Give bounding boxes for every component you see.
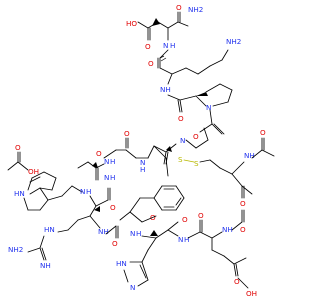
- o-6-label: O: [124, 129, 130, 138]
- nh-11-label: NH: [244, 151, 255, 160]
- trp-indole: HN: [14, 171, 83, 211]
- molecule-structure: O OH HO O O NH2 N H O NH2 NH: [7, 3, 275, 298]
- glu-o-label: O: [234, 277, 240, 286]
- imid-hn-label: HN: [116, 259, 127, 268]
- nh-7-label: NH: [98, 227, 109, 236]
- acetic-acid: O OH: [7, 143, 39, 176]
- o-3-label: O: [148, 59, 154, 68]
- guan-hn-label: HN: [44, 225, 55, 234]
- h-4-label: H: [110, 157, 115, 166]
- nh-8-label: N: [130, 229, 135, 238]
- glu-residue: O O OH NH O: [187, 209, 257, 298]
- nh-10-label: NH: [222, 225, 233, 234]
- phe-ring: O O: [119, 185, 188, 224]
- s-1-label: S: [178, 155, 183, 164]
- nh-9-label: N: [178, 235, 183, 244]
- h-6-label: H: [86, 187, 91, 196]
- cys-gly-backbone: N H S S O N H O N H: [77, 129, 221, 182]
- asp-terminus: HO O O NH2 N H: [126, 3, 203, 51]
- o-7-label: O: [96, 149, 102, 158]
- o-15-label: O: [260, 128, 266, 137]
- top-o2-label: O: [176, 3, 182, 12]
- acetic-oh-label: OH: [28, 167, 39, 176]
- o-4-label: O: [178, 114, 184, 123]
- o-14-label: O: [240, 199, 246, 208]
- glu-oh-label: OH: [246, 289, 257, 298]
- nh-5-label: N: [140, 158, 145, 167]
- amide-nh2-label: NH2: [188, 5, 203, 14]
- h-3-label: H: [110, 173, 115, 182]
- o-5-label: O: [193, 132, 199, 141]
- acetyl-cys: O NH O: [219, 128, 275, 208]
- pro-2-ring: N: [153, 127, 209, 165]
- o-11-label: O: [182, 215, 188, 224]
- lys-residue: O NH2 NH: [148, 37, 241, 94]
- nh-6-label: N: [80, 187, 85, 196]
- o-13-label: O: [240, 225, 246, 234]
- lys-nh2-label: NH2: [226, 37, 241, 46]
- n-pro1-label: N: [206, 103, 211, 112]
- guan-nh2-label: NH2: [8, 245, 23, 254]
- top-ho-label: HO: [126, 19, 137, 28]
- top-o1-label: O: [145, 42, 151, 51]
- h-9-label: H: [184, 235, 189, 244]
- nh-3-label: N: [104, 173, 109, 182]
- indole-hn-label: HN: [14, 189, 25, 198]
- o-9-label: O: [112, 239, 118, 248]
- nh-2-label: NH: [160, 85, 171, 94]
- imid-n-label: N: [130, 283, 135, 292]
- nh-1-label: N: [163, 41, 168, 50]
- structure-canvas: O OH HO O O NH2 N H O NH2 NH: [7, 3, 275, 298]
- his-imidazole: N H HN N N H: [116, 221, 189, 292]
- s-2-label: S: [194, 159, 199, 168]
- o-12-label: O: [198, 211, 204, 220]
- stereo-marks: [92, 18, 172, 236]
- h-5-label: H: [140, 165, 145, 174]
- nh-4-label: N: [104, 157, 109, 166]
- o-8-label: O: [110, 203, 116, 212]
- guan-nh-label: NH: [40, 261, 51, 270]
- acetic-o-label: O: [15, 143, 21, 152]
- arg-residue: N H O HN NH2 NH NH O: [8, 187, 119, 270]
- pro-1-ring: O N O: [167, 83, 233, 141]
- h-1-label: H: [170, 41, 175, 50]
- n-pro2-label: N: [180, 136, 185, 145]
- h-8-label: H: [136, 229, 141, 238]
